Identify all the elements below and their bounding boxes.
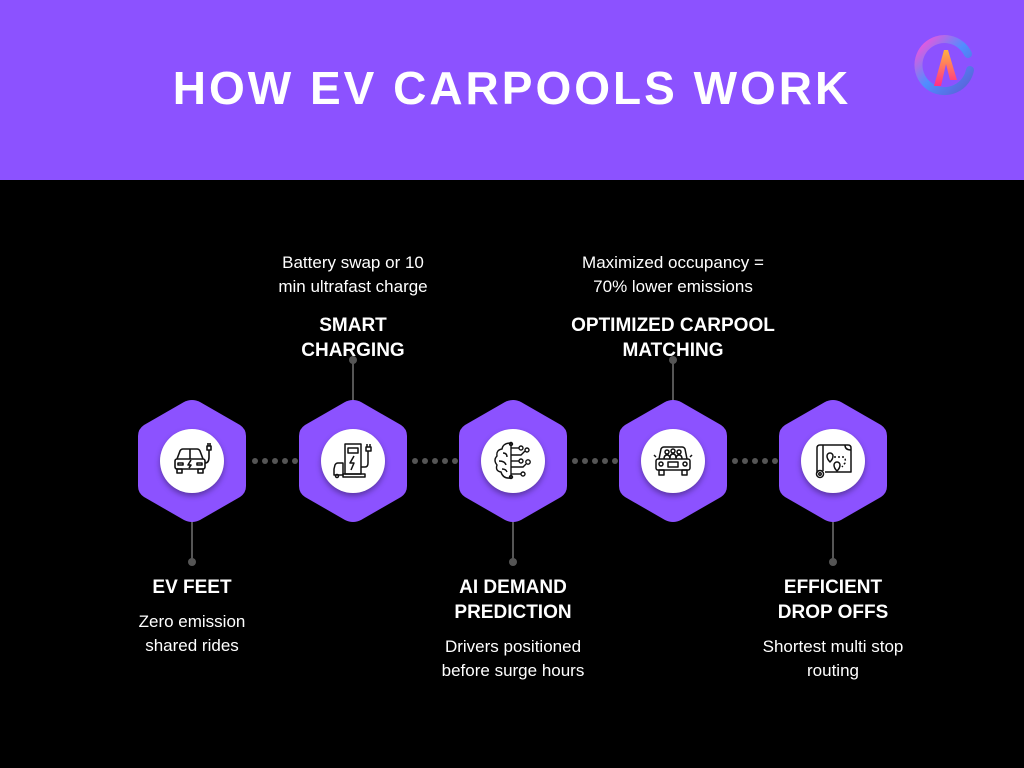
- step-description: Shortest multi stop routing: [762, 637, 904, 680]
- step-heading: EV FEET: [152, 577, 232, 598]
- dotted-connector: [252, 458, 298, 464]
- step-description: Maximized occupancy = 70% lower emission…: [582, 253, 764, 296]
- ai-brain-circuit-icon: [494, 441, 531, 480]
- step-label: Battery swap or 10 min ultrafast charge …: [233, 251, 473, 363]
- step-description: Drivers positioned before surge hours: [441, 637, 585, 680]
- connector-line: [832, 521, 834, 561]
- route-map-icon: [815, 444, 852, 479]
- connector-dot: [669, 356, 677, 364]
- connector-dot: [829, 558, 837, 566]
- connector-line: [191, 521, 193, 561]
- connector-dot: [349, 356, 357, 364]
- icon-circle: [481, 429, 545, 493]
- icon-circle: [321, 429, 385, 493]
- header-banner: HOW EV CARPOOLS WORK: [0, 0, 1024, 180]
- connector-dot: [188, 558, 196, 566]
- step-label: Maximized occupancy = 70% lower emission…: [533, 251, 813, 363]
- connector-line: [512, 521, 514, 561]
- icon-circle: [641, 429, 705, 493]
- icon-circle: [801, 429, 865, 493]
- step-heading: AI DEMAND PREDICTION: [454, 577, 572, 623]
- step-description: Battery swap or 10 min ultrafast charge: [278, 253, 428, 296]
- dotted-connector: [732, 458, 778, 464]
- electric-car-plug-icon: [174, 443, 212, 474]
- step-heading: EFFICIENT DROP OFFS: [777, 577, 889, 623]
- step-label: EFFICIENT DROP OFFS Shortest multi stop …: [713, 575, 953, 683]
- icon-circle: [160, 429, 224, 493]
- connector-line: [672, 361, 674, 401]
- car-passengers-icon: [653, 446, 693, 476]
- connector-dot: [509, 558, 517, 566]
- step-label: EV FEET Zero emission shared rides: [72, 575, 312, 658]
- step-heading: SMART CHARGING: [301, 315, 405, 361]
- brand-logo-icon: [914, 35, 974, 95]
- step-label: AI DEMAND PREDICTION Drivers positioned …: [393, 575, 633, 683]
- step-description: Zero emission shared rides: [138, 612, 246, 655]
- page-title: HOW EV CARPOOLS WORK: [172, 62, 852, 114]
- connector-line: [352, 361, 354, 401]
- step-heading: OPTIMIZED CARPOOL MATCHING: [571, 315, 775, 361]
- charging-station-icon: [333, 443, 372, 479]
- dotted-connector: [572, 458, 618, 464]
- dotted-connector: [412, 458, 458, 464]
